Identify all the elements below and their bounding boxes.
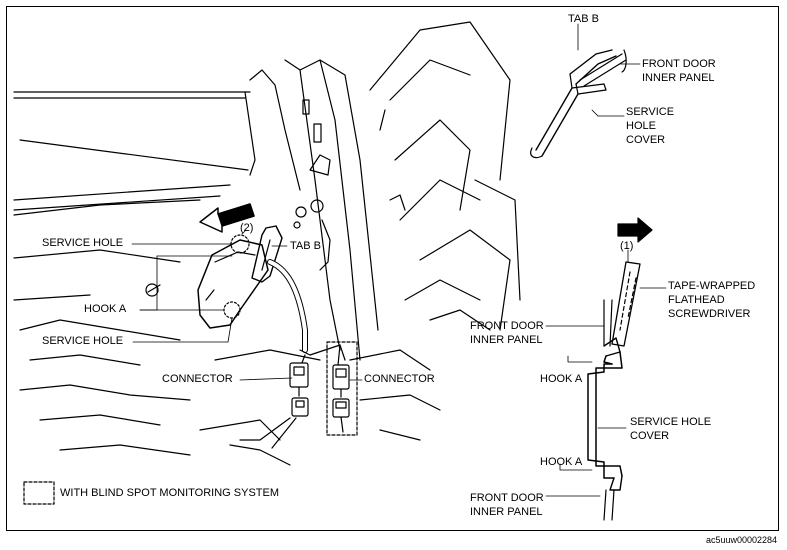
label-service-hole-cover-right-2: COVER <box>630 430 670 442</box>
image-code: ac5uuw00002284 <box>706 535 778 545</box>
label-num-1: (1) <box>620 240 634 252</box>
label-service-hole-cover-right-1: SERVICE HOLE <box>630 416 712 428</box>
label-legend: WITH BLIND SPOT MONITORING SYSTEM <box>60 487 280 499</box>
label-num-2: (2) <box>240 222 254 234</box>
label-hook-a-2: HOOK A <box>540 456 583 468</box>
diagram-frame <box>6 6 779 531</box>
label-front-door-top-1: FRONT DOOR <box>642 58 716 70</box>
label-service-hole-1: SERVICE HOLE <box>42 237 124 249</box>
label-front-door-bottom-2: INNER PANEL <box>470 506 543 518</box>
label-tape-wrapped-1: TAPE-WRAPPED <box>668 280 756 292</box>
connector-right <box>326 341 358 436</box>
label-hook-a-left: HOOK A <box>84 303 127 315</box>
label-service-hole-cover-top-2: HOLE <box>626 120 656 132</box>
connector-left <box>239 362 309 449</box>
label-service-hole-cover-top-1: SERVICE <box>626 106 675 118</box>
label-tape-wrapped-3: SCREWDRIVER <box>668 308 751 320</box>
label-front-door-top-2: INNER PANEL <box>642 72 715 84</box>
label-connector-right: CONNECTOR <box>364 373 435 385</box>
label-service-hole-cover-top-3: COVER <box>626 134 666 146</box>
label-front-door-mid-2: INNER PANEL <box>470 334 543 346</box>
label-front-door-bottom-1: FRONT DOOR <box>470 492 544 504</box>
door-illustration <box>13 21 521 466</box>
direction-arrow-left-icon <box>199 203 255 233</box>
label-tape-wrapped-2: FLATHEAD <box>668 294 725 306</box>
leader-lines-left <box>131 229 363 381</box>
wiring-harness <box>267 259 346 369</box>
legend-dashed-box <box>23 481 55 505</box>
label-hook-a-1: HOOK A <box>540 373 583 385</box>
service-hole-cover-left <box>197 225 283 329</box>
detail-removal <box>545 217 667 521</box>
label-service-hole-2: SERVICE HOLE <box>42 335 124 347</box>
detail-tab-b <box>530 23 641 159</box>
label-front-door-mid-1: FRONT DOOR <box>470 320 544 332</box>
label-tab-b-left: TAB B <box>290 240 321 252</box>
direction-arrow-right-icon <box>617 217 653 243</box>
label-tab-b-top: TAB B <box>568 13 599 25</box>
label-connector-left: CONNECTOR <box>162 373 233 385</box>
